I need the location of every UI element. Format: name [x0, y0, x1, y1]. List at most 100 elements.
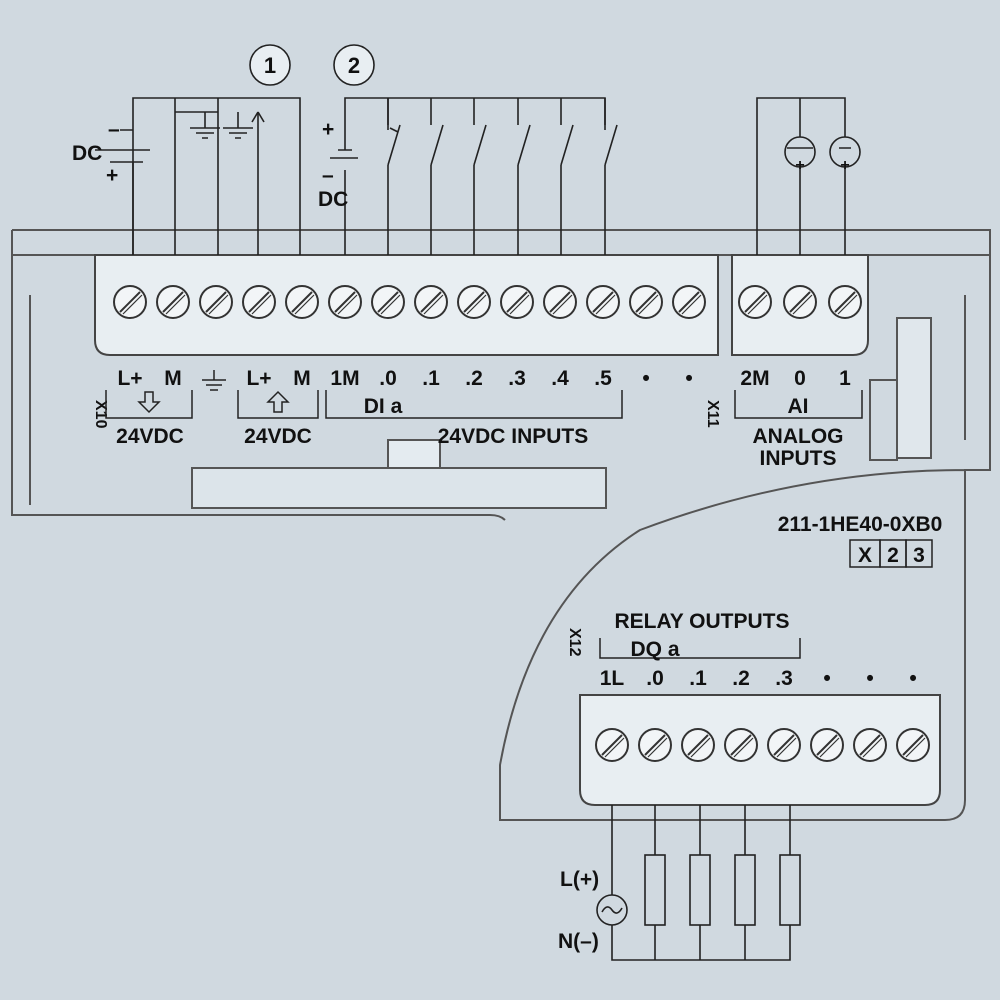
terminal-label: .2: [732, 667, 750, 690]
terminal-screw: [595, 728, 629, 762]
terminal-screw: [156, 285, 190, 319]
terminal-label: .3: [508, 367, 526, 390]
part-number: 211-1HE40-0XB0: [778, 513, 943, 536]
terminal-label: •: [823, 667, 830, 690]
terminal-label: .4: [551, 367, 569, 390]
supply-minus: –: [108, 118, 120, 141]
terminal-label: 0: [794, 367, 806, 390]
version-boxes: [849, 539, 933, 568]
version-box-2: 2: [887, 544, 899, 567]
terminal-block-x11: [731, 254, 869, 356]
ac-neutral-label: N(–): [558, 930, 599, 953]
terminal-label: .2: [465, 367, 483, 390]
terminal-screw: [371, 285, 405, 319]
dq-sublabel: DQ a: [630, 638, 679, 661]
supply-plus: +: [106, 164, 118, 187]
group-brackets: [105, 390, 863, 659]
terminal-label: M: [164, 367, 182, 390]
ai-sublabel: AI: [788, 395, 809, 418]
input-supply-minus: –: [322, 164, 334, 187]
terminal-screw: [113, 285, 147, 319]
x12-connector-id: X12: [566, 628, 583, 657]
terminal-label: •: [866, 667, 873, 690]
terminal-label: M: [293, 367, 311, 390]
terminal-screw: [810, 728, 844, 762]
ground-icon: [202, 370, 226, 391]
callout-markers: [249, 44, 375, 86]
terminal-label: 1L: [600, 667, 625, 690]
version-box-3: 3: [913, 544, 925, 567]
switch-contact: [387, 98, 401, 255]
input-supply-plus: +: [322, 118, 334, 141]
terminal-screw: [767, 728, 801, 762]
analog-terminal-labels: 2M 0 1: [740, 367, 851, 390]
switch-contact: [473, 98, 487, 255]
terminal-label: .1: [689, 667, 707, 690]
relay-wiring: [596, 805, 801, 961]
terminal-block-x12: [579, 694, 941, 806]
group2-label: 24VDC: [244, 425, 312, 448]
callout-1: 1: [264, 53, 276, 78]
terminal-label: .3: [775, 667, 793, 690]
input-switches: [387, 98, 618, 255]
relay-terminal-screws: [595, 728, 930, 762]
switch-contact: [430, 98, 444, 255]
ai-sensor-plus: +: [840, 157, 849, 174]
supply-in-arrow-icon: [266, 390, 290, 413]
terminal-screw: [457, 285, 491, 319]
terminal-label: •: [642, 367, 649, 390]
terminal-screw: [672, 285, 706, 319]
top-terminal-screws: [113, 285, 706, 319]
terminal-label: L+: [117, 367, 142, 390]
analog-label-line1: ANALOG: [753, 425, 844, 448]
terminal-screw: [242, 285, 276, 319]
switch-contact: [560, 98, 574, 255]
ai-sensor-plus: +: [795, 157, 804, 174]
x11-connector-id: X11: [704, 400, 721, 428]
terminal-screw: [853, 728, 887, 762]
relay-terminal-labels: 1L .0 .1 .2 .3 • • •: [600, 667, 917, 690]
top-wiring: [95, 97, 606, 255]
terminal-screw: [285, 285, 319, 319]
ac-line-label: L(+): [560, 868, 599, 891]
analog-terminal-screws: [738, 285, 862, 319]
terminal-screw: [199, 285, 233, 319]
terminal-label: •: [685, 367, 692, 390]
terminal-label: 2M: [740, 367, 769, 390]
group1-label: 24VDC: [116, 425, 184, 448]
switch-contact: [517, 98, 531, 255]
terminal-screw: [738, 285, 772, 319]
switch-contact: [604, 98, 618, 255]
terminal-label: .1: [422, 367, 440, 390]
terminal-screw: [629, 285, 663, 319]
terminal-label: .0: [646, 667, 664, 690]
terminal-label: 1M: [330, 367, 359, 390]
terminal-label: •: [909, 667, 916, 690]
terminal-block-x10: [94, 254, 719, 356]
terminal-label: .0: [379, 367, 397, 390]
terminal-label: .5: [594, 367, 612, 390]
inputs-label: 24VDC INPUTS: [438, 425, 589, 448]
terminal-screw: [828, 285, 862, 319]
x10-connector-id: X10: [92, 400, 109, 429]
terminal-screw: [543, 285, 577, 319]
analog-wiring: [756, 97, 861, 255]
terminal-screw: [414, 285, 448, 319]
input-supply-dc-label: DC: [318, 188, 348, 211]
version-box-1: X: [858, 544, 872, 567]
relay-outputs-title: RELAY OUTPUTS: [614, 610, 789, 633]
callout-2: 2: [348, 53, 360, 78]
terminal-screw: [783, 285, 817, 319]
analog-label-line2: INPUTS: [759, 447, 836, 470]
terminal-label: 1: [839, 367, 851, 390]
supply-dc-label: DC: [72, 142, 102, 165]
terminal-screw: [638, 728, 672, 762]
terminal-screw: [328, 285, 362, 319]
terminal-screw: [896, 728, 930, 762]
terminal-screw: [681, 728, 715, 762]
terminal-screw: [500, 285, 534, 319]
terminal-screw: [724, 728, 758, 762]
